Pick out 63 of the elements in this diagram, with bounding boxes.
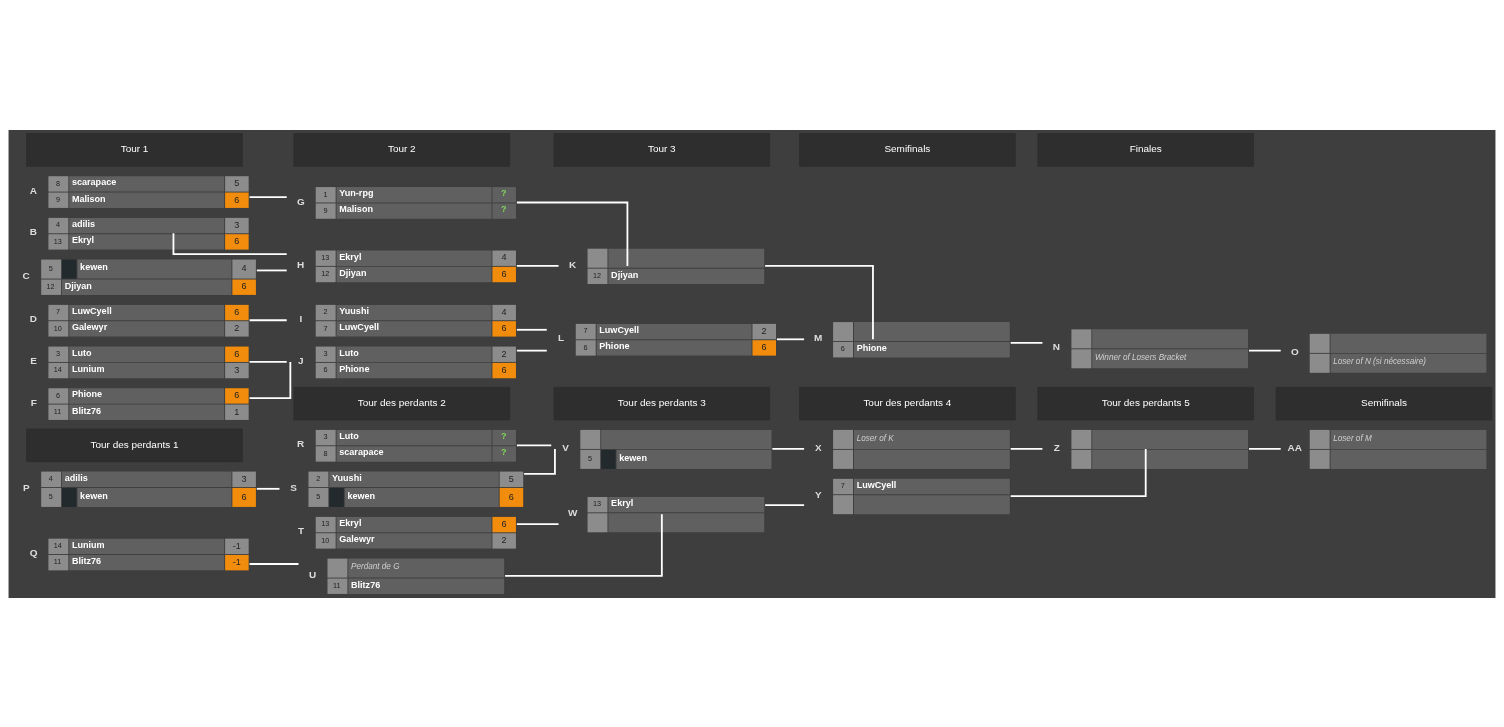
node-label: Y — [814, 488, 822, 500]
connector — [1248, 349, 1282, 352]
connector — [1248, 447, 1282, 450]
connector — [248, 318, 288, 321]
label: Tour 2 — [387, 142, 416, 154]
node-label: N — [1052, 340, 1061, 352]
node-label: H — [297, 258, 305, 270]
connector — [248, 195, 288, 198]
connector — [255, 487, 281, 490]
label: Semifinals — [884, 142, 931, 154]
node-label: A — [29, 184, 38, 196]
node-label: T — [298, 524, 305, 536]
node-label: R — [297, 437, 305, 449]
connector — [1009, 341, 1044, 344]
label: Semifinals — [1361, 396, 1407, 408]
connector — [504, 512, 663, 577]
node-label: W — [568, 506, 578, 518]
connector — [1009, 447, 1044, 450]
label: Finales — [1129, 142, 1162, 154]
node-label: Q — [29, 546, 38, 558]
connector — [255, 269, 288, 271]
connector — [248, 360, 288, 363]
connector — [764, 503, 805, 506]
label: Tour 3 — [648, 142, 676, 154]
connector — [1009, 447, 1147, 497]
node-label: F — [30, 396, 37, 408]
node-label: J — [298, 354, 304, 366]
connector — [515, 522, 560, 525]
node-label: C — [22, 269, 30, 281]
node-label: I — [299, 312, 303, 324]
label: Tour des perdants 3 — [617, 396, 706, 408]
connector — [248, 562, 300, 565]
connector — [523, 447, 556, 475]
connector — [515, 264, 560, 267]
node-label: S — [290, 481, 297, 493]
connector — [771, 447, 805, 450]
label: Tour des perdants 5 — [1101, 396, 1190, 408]
node-label: B — [29, 225, 38, 237]
node-label: O — [1291, 345, 1299, 357]
node-label: Z — [1053, 441, 1060, 453]
connector — [515, 443, 553, 446]
node-label: L — [558, 331, 565, 343]
label: Tour des perdants 2 — [357, 396, 446, 408]
node-label: AA — [1287, 441, 1302, 453]
node-label: G — [297, 195, 305, 207]
node-label: U — [308, 568, 317, 580]
connector — [515, 328, 548, 331]
label: Tour des perdants 1 — [90, 438, 179, 450]
node-label: V — [562, 441, 569, 453]
node-label: E — [30, 354, 37, 366]
connector — [515, 349, 548, 352]
label: Tour des perdants 4 — [863, 396, 952, 408]
node-label: P — [23, 481, 30, 493]
connector — [248, 360, 292, 399]
node-label: K — [568, 258, 577, 270]
node-label: M — [814, 331, 823, 343]
connector — [776, 337, 805, 340]
connector — [764, 264, 874, 340]
connector — [515, 201, 629, 267]
label: Tour 1 — [120, 142, 149, 154]
connector — [172, 231, 288, 255]
node-label: D — [29, 312, 38, 324]
node-label: X — [814, 441, 822, 453]
